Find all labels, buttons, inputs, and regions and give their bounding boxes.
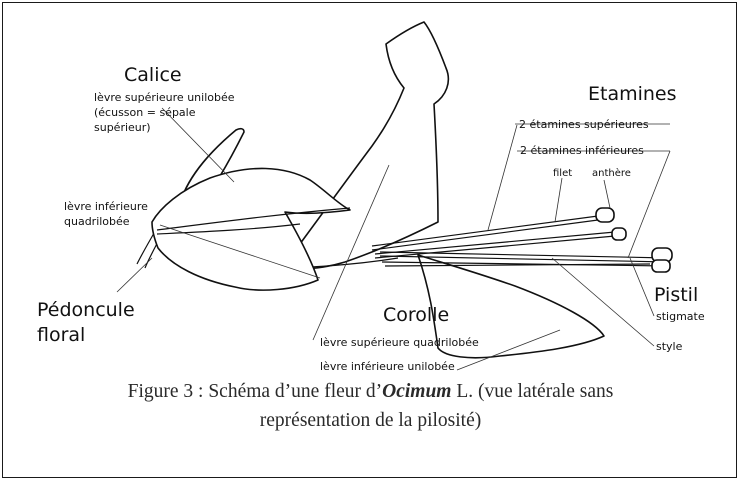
label-corolle: Corolle — [383, 304, 449, 326]
label-pedoncule-2: floral — [37, 324, 85, 346]
caption-suffix: L. (vue latérale sans — [451, 381, 613, 402]
label-filet: filet — [553, 168, 572, 179]
label-etamines: Etamines — [588, 83, 677, 105]
label-etamines-sup: 2 étamines supérieures — [519, 118, 649, 131]
label-corolle-sup: lèvre supérieure quadrilobée — [320, 336, 479, 349]
caption-line-2: représentation de la pilosité) — [10, 406, 731, 435]
label-stigmate: stigmate — [656, 310, 705, 323]
corolla-upper-lip — [288, 22, 448, 269]
label-calice-inf-1: lèvre inférieure — [64, 200, 148, 213]
label-calice-inf-2: quadrilobée — [64, 215, 130, 228]
label-calice: Calice — [124, 64, 182, 86]
figure-caption: Figure 3 : Schéma d’une fleur d’Ocimum L… — [10, 377, 731, 435]
label-style: style — [656, 340, 683, 353]
label-pistil: Pistil — [654, 284, 698, 306]
label-calice-sup-1: lèvre supérieure unilobée — [94, 91, 235, 104]
label-anthere: anthère — [592, 167, 631, 179]
label-pedoncule-1: Pédoncule — [37, 299, 135, 321]
label-corolle-inf: lèvre inférieure unilobée — [320, 360, 455, 373]
label-etamines-inf: 2 étamines inférieures — [520, 144, 644, 157]
caption-genus: Ocimum — [382, 381, 451, 402]
label-calice-sup-3: supérieur) — [94, 121, 151, 134]
caption-prefix: Figure 3 : Schéma d’une fleur d’ — [128, 381, 383, 402]
label-calice-sup-2: (écusson = sépale — [94, 106, 196, 119]
caption-line-1: Figure 3 : Schéma d’une fleur d’Ocimum L… — [10, 377, 731, 406]
